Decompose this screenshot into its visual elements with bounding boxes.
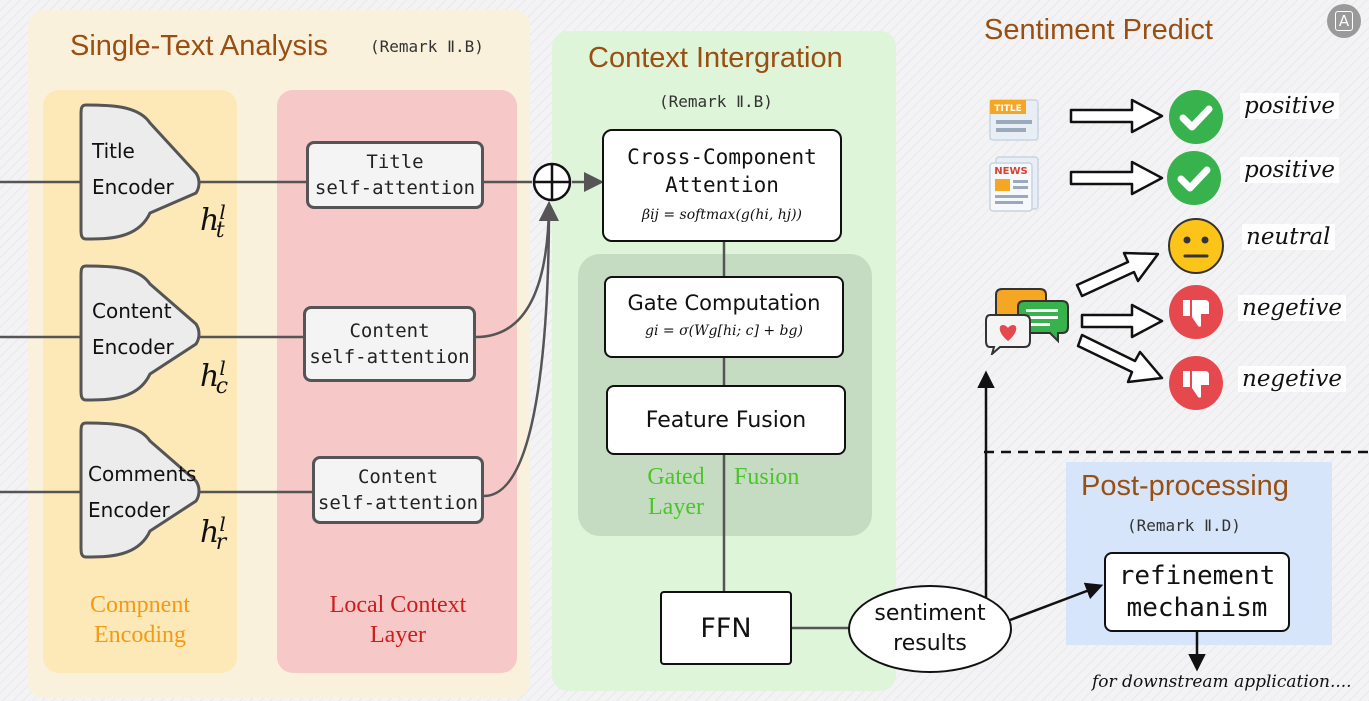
content-encoder [79,264,201,402]
sentiment-label-2: positive [1240,157,1339,183]
news-icon: NEWS [989,156,1039,212]
title-document-icon: TITLE [989,99,1039,141]
news-outline-arrow [1069,160,1164,196]
component-encoding-label: Compnent Encoding [90,592,190,648]
negative2-outline-arrow [1076,333,1164,384]
svg-text:NEWS: NEWS [994,166,1027,177]
sum-operator-icon [532,162,572,202]
feature-fusion: Feature Fusion [606,385,846,455]
positive-check-icon-1 [1169,90,1223,144]
single-text-remark: (Remark Ⅱ.B) [370,37,484,56]
results-to-refine-arrow [1009,582,1104,622]
gated-layer-label: Gated Layer [647,464,705,520]
post-processing-remark: (Remark Ⅱ.D) [1127,516,1241,535]
negative1-outline-arrow [1080,303,1164,339]
neutral-face-icon [1168,218,1224,274]
translate-icon-label: A [1334,11,1354,31]
comments-attn-to-sum-curve [483,201,559,498]
title-encoder [79,103,201,241]
sentiment-label-1: positive [1240,93,1339,119]
negative-thumb-icon-2 [1169,356,1223,410]
single-text-title: Single-Text Analysis [70,30,328,62]
cross-component-attention: Cross-Component Attention βij = softmax(… [602,129,842,242]
title-outline-arrow [1069,98,1164,134]
sentiment-predict-title: Sentiment Predict [984,14,1213,46]
translate-icon[interactable]: A [1327,4,1361,38]
post-processing-title: Post-processing [1081,470,1289,502]
sentiment-label-4: negetive [1238,295,1346,321]
ffn-box: FFN [660,591,792,665]
negative-thumb-icon-1 [1169,285,1223,339]
comments-chat-icon [985,288,1069,355]
content-hidden-state: hlc [200,356,229,399]
positive-check-icon-2 [1167,151,1221,205]
comments-encoder [79,421,201,559]
fusion-label: Fusion [734,464,800,490]
content-attn-to-sum-curve [475,201,559,339]
neutral-outline-arrow [1075,251,1160,298]
sentiment-label-5: negetive [1238,366,1346,392]
downstream-label: for downstream application.... [1092,672,1352,692]
svg-text:TITLE: TITLE [994,104,1022,114]
context-title: Context Intergration [588,42,843,74]
title-hidden-state: hlt [200,200,226,243]
gate-computation: Gate Computation gi = σ(Wg[hi; c] + bg) [604,276,844,358]
sentiment-label-3: neutral [1242,224,1335,250]
context-remark: (Remark Ⅱ.B) [659,92,773,111]
comments-hidden-state: hlr [200,512,227,555]
local-context-label: Local Context Layer [329,592,467,648]
